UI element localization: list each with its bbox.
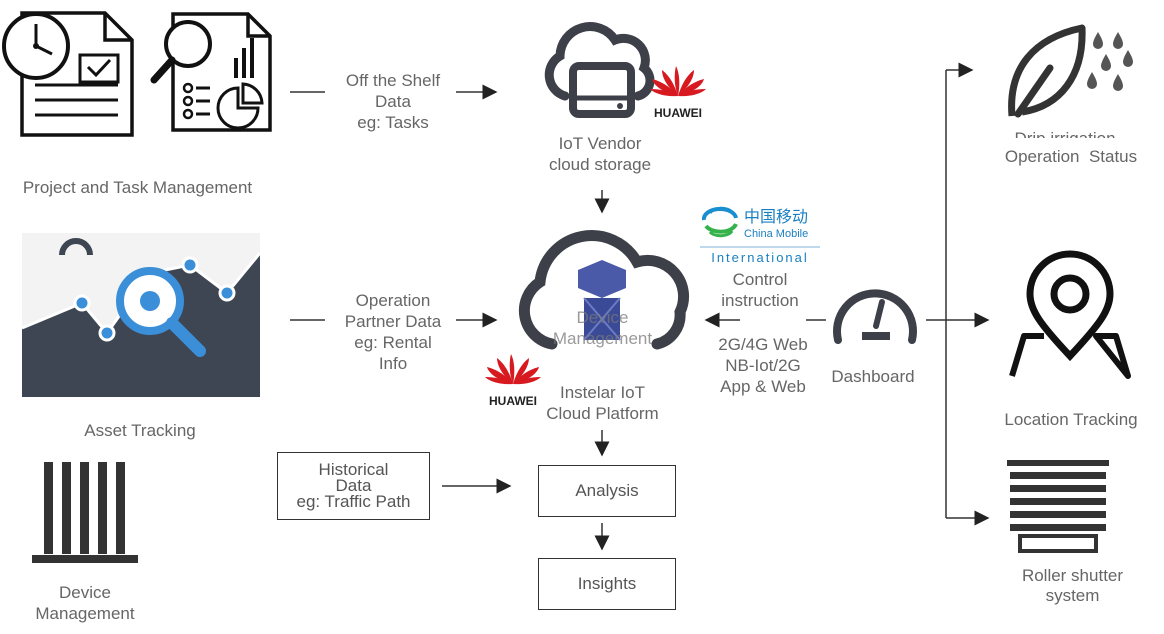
speedometer-icon <box>833 289 917 344</box>
leaf-drops-icon <box>1008 24 1133 118</box>
huawei-wordmark: HUAWEI <box>489 394 537 408</box>
clock-document-icon <box>2 11 134 137</box>
map-pin-icon <box>1009 250 1131 379</box>
dashboard-label: Dashboard <box>831 367 915 386</box>
operation-status-label: Operation Status <box>1004 147 1138 166</box>
asset-tracking-chart-icon <box>21 233 262 397</box>
platform-cloud-icon <box>518 230 690 350</box>
historical-data-box: Historical Data eg: Traffic Path <box>277 452 430 520</box>
analysis-text: Analysis <box>575 481 639 500</box>
china-mobile-en: China Mobile <box>744 228 808 240</box>
historical-data-text: Historical Data eg: Traffic Path <box>296 460 411 511</box>
cloud-storage-icon <box>544 22 655 118</box>
asset-tracking-label: Asset Tracking <box>84 421 196 440</box>
drip-irrigation-label: Drip irrigation <box>990 128 1140 138</box>
analysis-box: Analysis <box>538 465 676 517</box>
location-tracking-label: Location Tracking <box>1004 410 1138 429</box>
insights-text: Insights <box>577 574 637 593</box>
roller-shutter-label: Roller shutter system <box>1021 566 1124 605</box>
connectivity-label: 2G/4G Web NB-Iot/2G App & Web <box>718 335 808 396</box>
control-instruction-label: Control instruction <box>721 270 799 310</box>
roller-shutter-icon <box>1007 460 1109 553</box>
huawei-logo-icon: HUAWEI <box>650 66 706 120</box>
project-task-label: Project and Task Management <box>22 178 253 197</box>
off-shelf-label: Off the Shelf Data eg: Tasks <box>345 71 441 132</box>
report-magnifier-icon <box>150 12 272 132</box>
china-mobile-cn: 中国移动 <box>744 208 808 226</box>
china-mobile-logo-icon: 中国移动 China Mobile International <box>700 206 820 265</box>
drip-irrigation-text: Drip irrigation <box>1014 129 1115 138</box>
platform-overlay-label: Device Management <box>552 308 653 348</box>
device-bars-icon <box>32 462 138 563</box>
device-management-label: Device Management <box>35 583 135 623</box>
huawei-wordmark: HUAWEI <box>654 106 702 120</box>
insights-box: Insights <box>538 558 676 610</box>
operation-partner-label: Operation Partner Data eg: Rental Info <box>344 291 442 373</box>
platform-label: Instelar IoT Cloud Platform <box>546 383 659 423</box>
huawei-logo-icon: HUAWEI <box>485 354 541 408</box>
vendor-storage-label: IoT Vendor cloud storage <box>548 134 652 174</box>
china-mobile-intl: International <box>711 250 809 265</box>
